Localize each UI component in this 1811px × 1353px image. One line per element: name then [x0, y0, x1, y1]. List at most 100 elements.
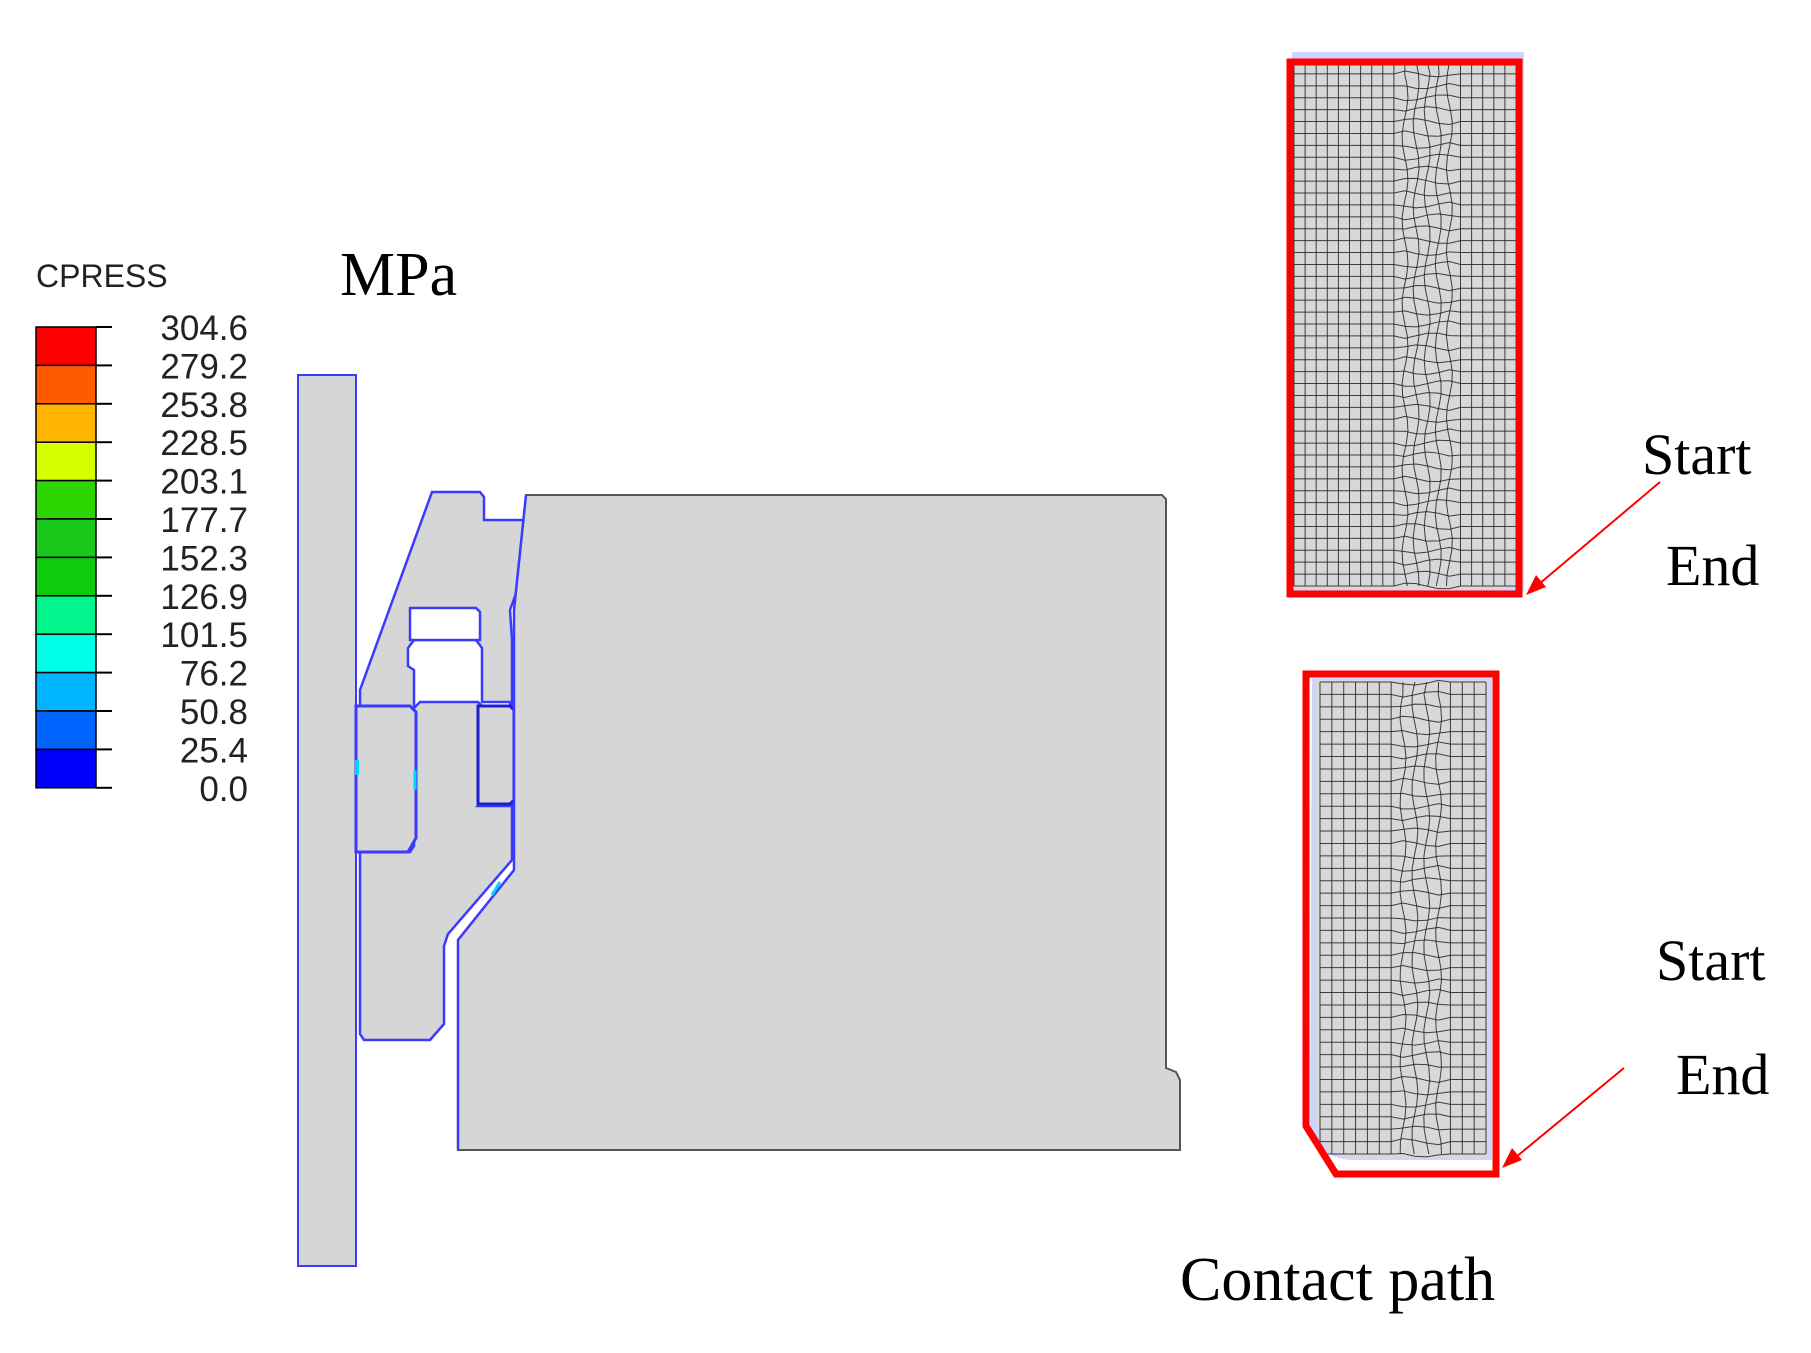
- mesh-line: [1294, 582, 1516, 590]
- legend-value: 50.8: [180, 693, 248, 732]
- mesh-line: [1294, 296, 1516, 304]
- mesh-line: [1294, 94, 1516, 102]
- mesh-line: [1320, 1101, 1486, 1108]
- mesh-line: [1412, 61, 1420, 587]
- legend-value: 279.2: [160, 347, 248, 386]
- upper-contact-path: [1286, 58, 1523, 598]
- mesh-line: [1320, 864, 1486, 872]
- hook-cavity: [408, 606, 482, 642]
- mesh-line: [1320, 877, 1486, 883]
- mesh-line: [1294, 106, 1516, 112]
- right-contact-block: [476, 704, 516, 806]
- mesh-line: [1320, 730, 1486, 736]
- legend-swatches: [35, 326, 97, 789]
- lower-contact-path: [1302, 670, 1500, 1178]
- legend-swatch: [35, 710, 97, 751]
- mesh-line: [1411, 681, 1419, 1155]
- mesh-line: [1294, 310, 1516, 316]
- mesh-line: [1320, 1138, 1486, 1146]
- unit-label: MPa: [340, 241, 457, 309]
- mesh-line: [1320, 1040, 1486, 1046]
- mesh-line: [1320, 753, 1486, 760]
- upper-start-label: Start: [1642, 422, 1752, 487]
- legend-swatch: [35, 403, 97, 443]
- legend-swatch: [35, 479, 97, 520]
- main-block: [457, 494, 1181, 1151]
- legend-value: 126.9: [160, 578, 248, 617]
- mesh-line: [1320, 917, 1486, 922]
- legend-value: 203.1: [160, 463, 248, 502]
- color-legend: CPRESS MPa 304.6279.2253.8228.5203.1177.…: [35, 241, 457, 809]
- legend-value: 177.7: [160, 501, 248, 540]
- mesh-line: [1294, 260, 1516, 268]
- legend-swatch: [35, 326, 97, 367]
- mesh-line: [1294, 142, 1516, 149]
- legend-value: 101.5: [160, 616, 248, 655]
- mesh-line: [1294, 428, 1516, 435]
- contact-path-caption: Contact path: [1180, 1246, 1495, 1314]
- mesh-line: [1294, 285, 1516, 292]
- mesh-line: [1294, 130, 1516, 137]
- mesh-line: [1294, 165, 1516, 172]
- mesh-line: [1423, 681, 1431, 1155]
- mesh-line: [1320, 703, 1486, 708]
- mesh-line: [1320, 902, 1486, 909]
- mesh-line: [1320, 889, 1486, 896]
- mesh-line: [1320, 1014, 1486, 1021]
- lower-mesh-detail: Start End Contact path: [1180, 670, 1769, 1314]
- mesh-line: [1294, 369, 1516, 376]
- mesh-line: [1320, 792, 1486, 798]
- mesh-line: [1294, 82, 1516, 90]
- mesh-line: [1294, 272, 1516, 280]
- left-contact-block: [354, 704, 418, 854]
- legend-value: 304.6: [160, 309, 248, 348]
- mesh-line: [1445, 61, 1453, 587]
- assembly-model: [297, 374, 1181, 1267]
- lower-arrow-head: [1502, 1148, 1522, 1168]
- legend-value: 76.2: [180, 655, 248, 694]
- mesh-line: [1320, 1001, 1486, 1006]
- mesh-line: [1294, 250, 1516, 256]
- legend-value: 253.8: [160, 386, 248, 425]
- mesh-line: [1294, 439, 1516, 447]
- mesh-line: [1294, 237, 1516, 244]
- legend-tick-labels: 304.6279.2253.8228.5203.1177.7152.3126.9…: [96, 309, 248, 809]
- mesh-line: [1320, 1113, 1486, 1120]
- mesh-line: [1294, 380, 1516, 387]
- mesh-line: [1294, 392, 1516, 398]
- mesh-line: [1320, 1090, 1486, 1096]
- mesh-line: [1320, 715, 1486, 723]
- mesh-line: [1294, 190, 1516, 197]
- legend-value: 228.5: [160, 424, 248, 463]
- mesh-line: [1320, 855, 1486, 860]
- mesh-line: [1294, 535, 1516, 542]
- mesh-line: [1294, 118, 1516, 126]
- main-block-contact-edge: [456, 494, 528, 1150]
- mesh-line: [1294, 201, 1516, 209]
- mesh-line: [1320, 691, 1486, 698]
- mesh-line: [1294, 511, 1516, 517]
- mesh-line: [1294, 463, 1516, 471]
- mesh-line: [1320, 765, 1486, 771]
- legend-value: 0.0: [199, 770, 248, 809]
- mesh-line: [1294, 225, 1516, 232]
- mesh-line: [1320, 978, 1486, 984]
- mesh-line: [1294, 415, 1516, 423]
- mesh-line: [1320, 1075, 1486, 1083]
- mesh-line: [1294, 344, 1516, 352]
- mesh-line: [1320, 1051, 1486, 1058]
- mesh-line: [1294, 177, 1516, 185]
- legend-swatch: [35, 671, 97, 712]
- lower-start-label: Start: [1656, 928, 1766, 993]
- mesh-line: [1320, 926, 1486, 934]
- legend-swatch: [35, 595, 97, 635]
- mesh-line: [1294, 558, 1516, 566]
- contact-hotspot: [490, 881, 502, 896]
- legend-value: 25.4: [180, 731, 248, 770]
- mesh-line: [1320, 1153, 1486, 1158]
- mesh-line: [1294, 213, 1516, 221]
- legend-swatch: [35, 633, 97, 674]
- legend-title: CPRESS: [36, 258, 168, 294]
